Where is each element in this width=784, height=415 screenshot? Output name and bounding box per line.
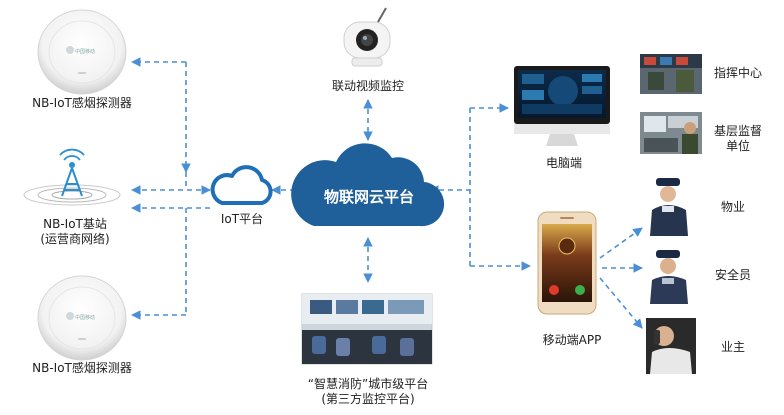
cloud-platform-label: 物联网云平台: [323, 188, 414, 206]
smoke-detector-bottom-icon: 中国移动: [37, 275, 127, 361]
iot-platform-label: IoT平台: [220, 212, 264, 226]
security-guard-label: 安全员: [714, 268, 751, 282]
base-station-label: NB-IoT基站 (运营商网络): [40, 217, 110, 246]
camera-icon: [343, 7, 391, 67]
connector-lines: [131, 57, 643, 329]
owner-person-icon: [646, 318, 696, 374]
smoke-detector-top-icon: 中国移动: [37, 9, 127, 95]
grassroots-unit-photo: [640, 112, 702, 154]
city-platform-photo: [301, 293, 433, 365]
grassroots-unit-label: 基层监督 单位: [713, 124, 762, 153]
iot-platform-cloud-icon: [210, 165, 273, 205]
pc-client-label: 电脑端: [545, 156, 582, 170]
mobile-phone-icon: [537, 211, 597, 315]
property-label: 物业: [720, 200, 745, 214]
owner-label: 业主: [720, 340, 745, 354]
city-platform-label: “智慧消防”城市级平台 (第三方监控平台): [307, 377, 429, 406]
security-guard-icon: [646, 248, 696, 304]
smoke-detector-bottom-label: NB-IoT感烟探测器: [32, 361, 132, 375]
smoke-detector-top-label: NB-IoT感烟探测器: [32, 96, 132, 110]
connector-to-owner: [599, 277, 643, 329]
command-center-label: 指挥中心: [713, 66, 762, 80]
command-center-photo: [640, 54, 702, 94]
pc-monitor-icon: [514, 66, 610, 146]
mobile-app-label: 移动端APP: [542, 333, 602, 347]
connector-to-property: [599, 227, 643, 259]
property-person-icon: [646, 178, 696, 236]
svg-text:中国移动: 中国移动: [75, 48, 95, 55]
cloud-platform-icon: [291, 143, 445, 227]
video-monitor-label: 联动视频监控: [331, 79, 404, 93]
base-station-icon: [23, 148, 121, 206]
svg-text:中国移动: 中国移动: [75, 314, 95, 321]
